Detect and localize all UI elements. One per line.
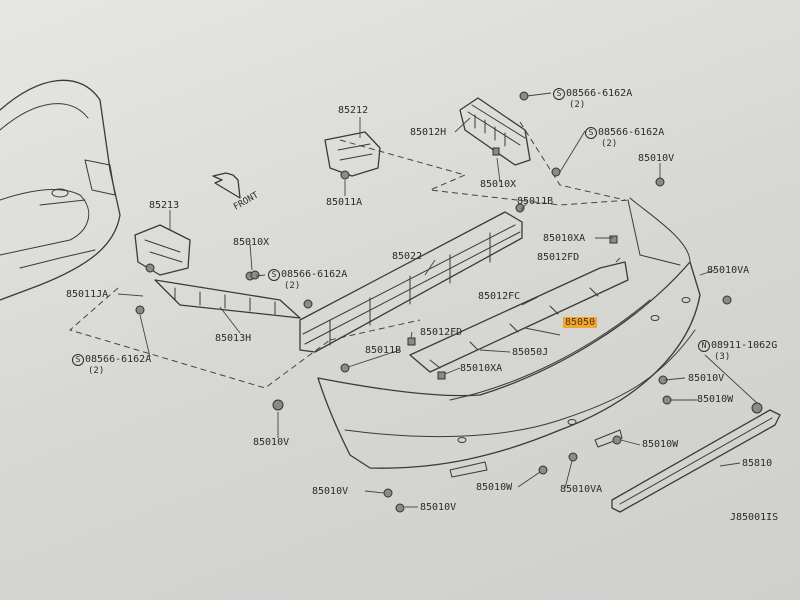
label-85213: 85213 [149,200,180,211]
diagram-code: J85001IS [730,512,779,523]
assembly-boundary-top [339,139,631,206]
assembly-boundary-lower [329,319,421,341]
label-85010XA-mid: 85010XA [460,363,503,374]
label-85013H: 85013H [215,333,252,344]
part-number: 08566-6162A [281,269,348,280]
label-85010W-bottom: 85010W [476,482,513,493]
bolt-s-symbol: S [585,127,597,139]
bracket-85213 [134,224,191,276]
quantity: (2) [569,100,586,110]
bolt-s-symbol: S [72,354,84,366]
label-85810: 85810 [742,458,773,469]
label-85012FD-top: 85012FD [537,252,580,263]
label-85010XA-top: 85010XA [543,233,586,244]
label-85050J: 85050J [512,347,549,358]
quantity: (2) [88,366,105,376]
assembly-boundary-left [68,287,331,389]
bumper-fascia [317,197,701,478]
label-85010V-left: 85010V [253,437,290,448]
quantity: (3) [714,352,731,362]
part-number: 08566-6162A [598,127,665,138]
label-85010V-bottom: 85010V [312,486,349,497]
absorber-85050J [340,235,629,380]
label-85011B-mid: 85011B [365,345,402,356]
front-arrow [212,172,241,199]
label-85010V-bottom2: 85010V [420,502,457,513]
label-85011B-top: 85011B [517,196,554,207]
part-number: 08566-6162A [85,354,152,365]
part-number: 08911-1062G [711,340,778,351]
reinforcement-85022 [299,203,525,353]
label-85050: 85050 [563,317,598,328]
label-85022: 85022 [392,251,423,262]
label-85010X-left: 85010X [233,237,270,248]
label-85010VA-bottom: 85010VA [560,484,603,495]
label-85011JA: 85011JA [66,289,109,300]
leader-lines [117,92,758,508]
label-85212: 85212 [338,105,369,116]
label-85010VA-right: 85010VA [707,265,750,276]
label-85012FC: 85012FC [478,291,521,302]
label-85010V-topright: 85010V [638,153,675,164]
bolt-s-symbol: S [553,88,565,100]
part-number: 08566-6162A [566,88,633,99]
label-85010X-top: 85010X [480,179,517,190]
bolt-s-symbol: S [268,269,280,281]
label-85012H: 85012H [410,127,447,138]
label-85010V-right: 85010V [688,373,725,384]
quantity: (2) [601,139,618,149]
highlighted-part-number: 85050 [563,317,598,328]
label-85012FD-mid: 85012FD [420,327,463,338]
bracket-85212 [324,131,381,180]
nut-n-symbol: N [698,340,710,352]
lower-strip-85810 [611,402,781,513]
label-85010W-right: 85010W [697,394,734,405]
label-85011A: 85011A [326,197,363,208]
car-body-outline [0,79,121,301]
quantity: (2) [284,281,301,291]
fasteners [250,270,732,513]
label-85010W-mid: 85010W [642,439,679,450]
assembly-boundary-right [519,121,626,201]
